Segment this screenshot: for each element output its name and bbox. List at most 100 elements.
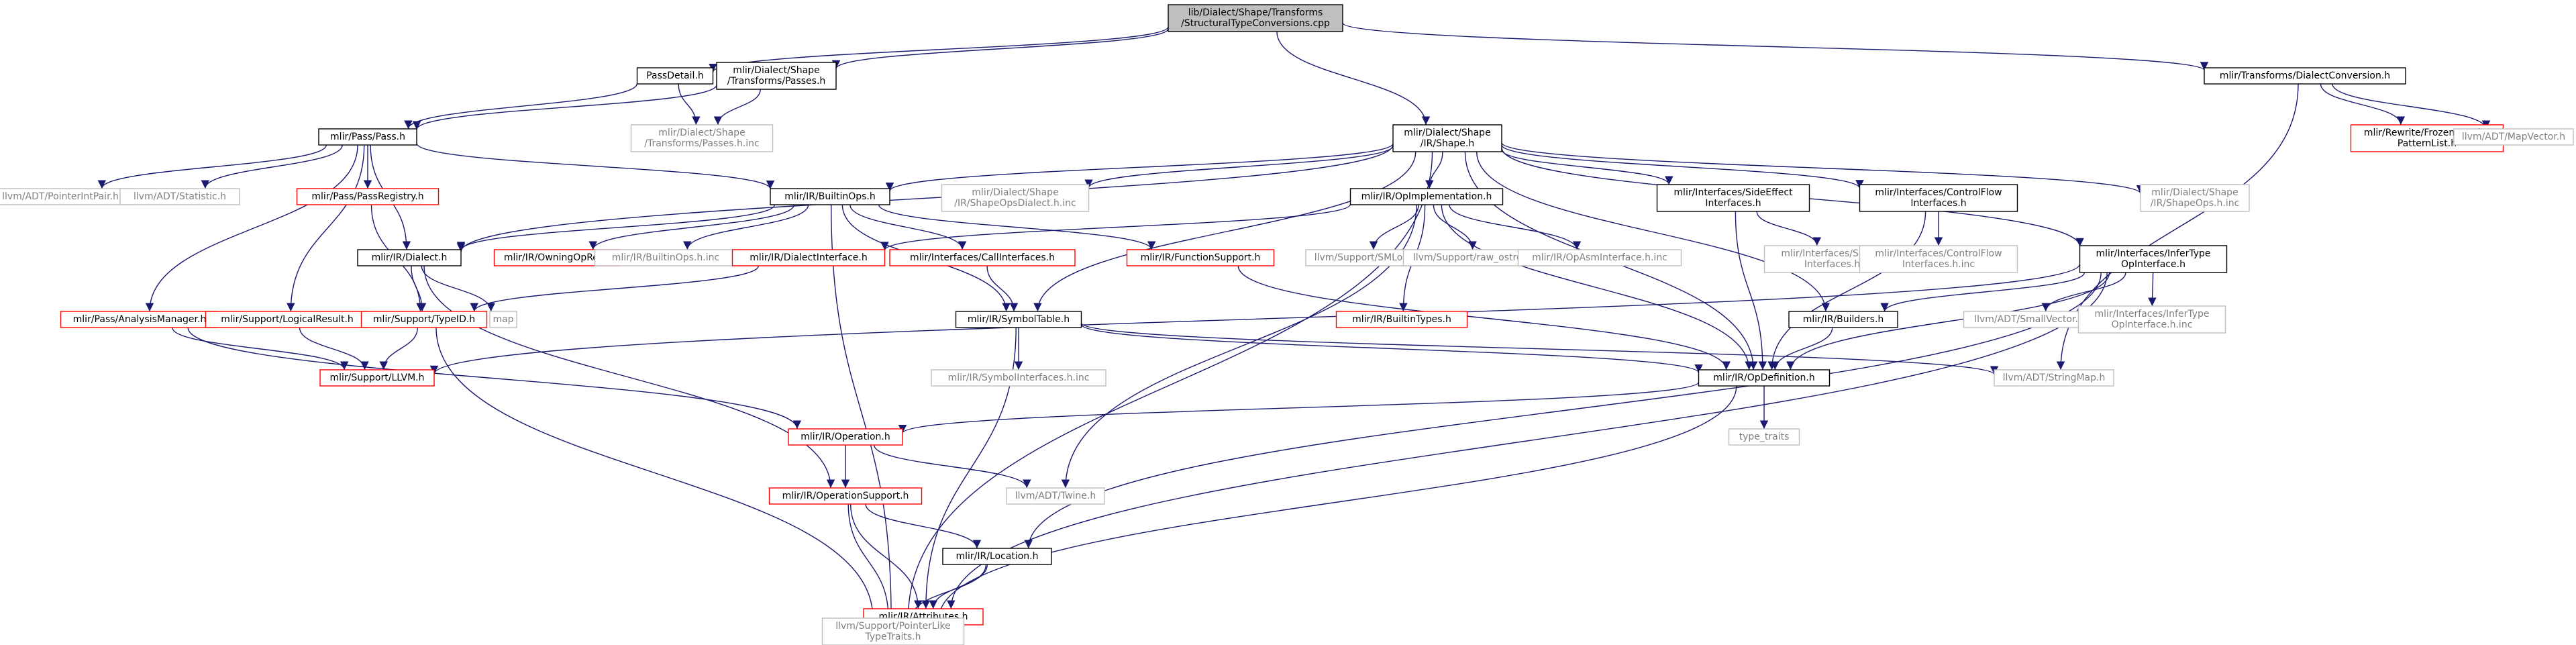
edge-opimpl-to-smloc	[1369, 204, 1419, 250]
node-label: mlir/IR/Dialect.h	[372, 252, 448, 263]
node-box	[1788, 311, 1898, 328]
node-logicalresult[interactable]: mlir/Support/LogicalResult.h	[205, 311, 370, 328]
node-label: type_traits	[1739, 432, 1790, 442]
node-box	[319, 369, 435, 387]
node-analysismanager[interactable]: mlir/Pass/AnalysisManager.h	[60, 311, 219, 328]
edge-shape-h-to-pointerlike	[904, 151, 1433, 619]
node-label: /Transforms/Passes.h	[727, 76, 826, 87]
edge-shape-h-to-shapeopsdialect	[1084, 145, 1394, 189]
node-opdefinition[interactable]: mlir/IR/OpDefinition.h	[1698, 369, 1831, 387]
node-label: mlir/IR/BuiltinOps.h	[784, 191, 876, 202]
node-location[interactable]: mlir/IR/Location.h	[942, 548, 1052, 565]
node-label: mlir/Support/TypeID.h	[373, 314, 475, 325]
edge-infertype-to-builders	[1880, 272, 2085, 312]
node-box	[630, 124, 774, 152]
edge-shape-h-to-shapeops-inc	[1501, 142, 2145, 195]
node-box	[1006, 487, 1105, 505]
node-label: mlir/Interfaces/ControlFlow	[1875, 187, 2002, 198]
node-symbolinterfaces-inc: mlir/IR/SymbolInterfaces.h.inc	[931, 369, 1106, 387]
node-shapeopsdialect: mlir/Dialect/Shape/IR/ShapeOpsDialect.h.…	[941, 184, 1090, 212]
edge-analysismanager-to-support-llvm	[172, 327, 349, 370]
node-typeid[interactable]: mlir/Support/TypeID.h	[360, 311, 488, 328]
node-operation[interactable]: mlir/IR/Operation.h	[788, 428, 903, 446]
node-label: llvm/Support/PointerLike	[835, 621, 951, 632]
node-root[interactable]: lib/Dialect/Shape/Transforms/StructuralT…	[1168, 4, 1343, 32]
node-symboltable[interactable]: mlir/IR/SymbolTable.h	[955, 311, 1082, 328]
edge-shape-h-to-builders	[1476, 151, 1831, 312]
node-label: mlir/IR/OwningOpRef.h	[504, 252, 610, 263]
node-dialect-h[interactable]: mlir/IR/Dialect.h	[357, 249, 462, 266]
node-label: llvm/ADT/MapVector.h	[2462, 132, 2565, 142]
edge-typeid-to-support-llvm	[379, 327, 418, 370]
node-label: mlir/Interfaces/ControlFlow	[1875, 248, 2002, 259]
node-passregistry[interactable]: mlir/Pass/PassRegistry.h	[296, 188, 440, 205]
edge-shape-h-to-controlflow	[1501, 144, 1864, 189]
node-label: mlir/Interfaces/InferType	[2096, 248, 2210, 259]
node-label: /StructuralTypeConversions.cpp	[1181, 18, 1330, 29]
node-builders[interactable]: mlir/IR/Builders.h	[1788, 311, 1898, 328]
node-dialectconv[interactable]: mlir/Transforms/DialectConversion.h	[2204, 67, 2406, 85]
edge-opsupport-to-location	[865, 503, 982, 549]
node-label: mlir/IR/Builders.h	[1803, 314, 1884, 325]
node-box	[2204, 67, 2406, 85]
node-box	[1698, 369, 1831, 387]
node-label: llvm/ADT/PointerIntPair.h	[2, 191, 119, 202]
node-opsupport[interactable]: mlir/IR/OperationSupport.h	[768, 487, 923, 505]
node-builtintypes[interactable]: mlir/IR/BuiltinTypes.h	[1335, 311, 1468, 328]
node-passdetail[interactable]: PassDetail.h	[636, 67, 714, 85]
node-typetraits: type_traits	[1728, 428, 1800, 446]
node-box	[205, 311, 370, 328]
node-box	[955, 311, 1082, 328]
edge-opimpl-to-rawostream	[1433, 204, 1477, 250]
node-builtinops[interactable]: mlir/IR/BuiltinOps.h	[770, 188, 890, 205]
node-label: Interfaces.h	[1705, 198, 1761, 209]
node-box	[889, 249, 1076, 266]
node-label: mlir/IR/SymbolInterfaces.h.inc	[948, 373, 1090, 383]
node-label: mlir/IR/OpDefinition.h	[1713, 373, 1814, 383]
node-label: mlir/IR/SymbolTable.h	[968, 314, 1070, 325]
node-box	[716, 62, 837, 90]
edge-shape-h-to-opimpl	[1425, 151, 1443, 189]
node-support-llvm[interactable]: mlir/Support/LLVM.h	[319, 369, 435, 387]
node-map: map	[489, 311, 517, 328]
node-box	[636, 67, 714, 85]
edge-infertype-to-support-llvm	[430, 264, 2081, 375]
node-passes-inc: mlir/Dialect/Shape/Transforms/Passes.h.i…	[630, 124, 774, 152]
node-shape-h[interactable]: mlir/Dialect/Shape/IR/Shape.h	[1392, 124, 1502, 152]
edge-symboltable-to-stringmap	[1080, 322, 1998, 375]
edge-root-to-shape-h	[1276, 31, 1431, 126]
node-box	[1963, 311, 2096, 328]
node-box	[941, 184, 1090, 212]
node-label: /Transforms/Passes.h.inc	[644, 138, 760, 149]
edge-dialectconv-to-mapvector	[2332, 83, 2491, 130]
node-label: llvm/ADT/StringMap.h	[2003, 373, 2106, 383]
edge-symboltable-to-opdefinition	[1080, 324, 1703, 373]
node-functionsupport[interactable]: mlir/IR/FunctionSupport.h	[1126, 249, 1275, 266]
node-label: TypeTraits.h	[865, 632, 921, 642]
node-label: mlir/IR/OpImplementation.h	[1361, 191, 1492, 202]
node-pass-h[interactable]: mlir/Pass/Pass.h	[318, 128, 417, 146]
node-dialectinterface[interactable]: mlir/IR/DialectInterface.h	[731, 249, 886, 266]
node-callinterfaces[interactable]: mlir/Interfaces/CallInterfaces.h	[889, 249, 1076, 266]
node-label: llvm/ADT/SmallVector.h	[1974, 314, 2084, 325]
edge-builtinops-to-callinterfaces	[849, 204, 967, 250]
node-box	[768, 487, 923, 505]
node-box	[60, 311, 219, 328]
node-box	[731, 249, 886, 266]
node-label: mlir/IR/BuiltinTypes.h	[1352, 314, 1451, 325]
node-passes-h[interactable]: mlir/Dialect/Shape/Transforms/Passes.h	[716, 62, 837, 90]
edge-pass-h-to-logicalresult	[287, 144, 365, 312]
node-box	[1859, 184, 2018, 212]
node-box	[2453, 128, 2574, 146]
node-opimpl[interactable]: mlir/IR/OpImplementation.h	[1349, 188, 1504, 205]
node-box	[942, 548, 1052, 565]
node-label: Interfaces.h.inc	[1902, 259, 1975, 270]
edge-opimpl-to-twine	[1061, 204, 1417, 489]
edge-pass-h-to-builtinops	[416, 143, 775, 189]
edge-builtinops-to-builtinops-inc	[683, 204, 809, 250]
node-label: mlir/IR/Operation.h	[801, 432, 890, 442]
